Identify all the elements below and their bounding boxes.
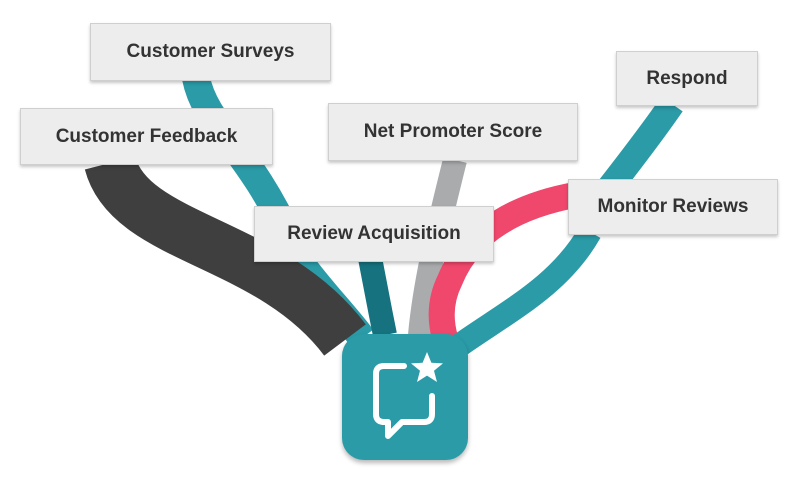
label-net-promoter-score-text: Net Promoter Score [363,121,543,142]
ribbon-respond-pink [428,182,578,342]
label-respond: Respond [616,51,758,106]
chat-bubble-star-icon [342,334,468,460]
label-review-acquisition-text: Review Acquisition [287,223,461,244]
label-customer-feedback-text: Customer Feedback [55,125,238,147]
label-net-promoter-score: Net Promoter Score [328,103,578,161]
label-customer-surveys: Customer Surveys [90,23,331,81]
label-customer-feedback: Customer Feedback [20,108,273,165]
ribbon-customer-feedback [84,154,366,357]
ribbon-monitor-reviews [453,225,601,355]
label-review-acquisition: Review Acquisition [254,206,494,262]
label-monitor-reviews-text: Monitor Reviews [597,196,749,217]
label-respond-text: Respond [646,67,728,89]
label-customer-surveys-text: Customer Surveys [126,41,295,62]
label-monitor-reviews: Monitor Reviews [568,179,778,235]
ribbon-review-acquisition [358,255,397,338]
